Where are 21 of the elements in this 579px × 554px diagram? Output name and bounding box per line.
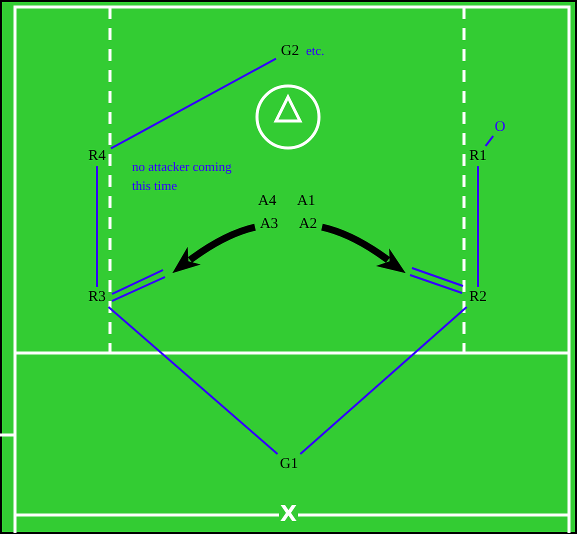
- note-text: no attacker coming this time: [132, 158, 233, 195]
- connector-line: [96, 166, 98, 287]
- player-label: G1: [280, 456, 298, 472]
- note-text: etc.: [306, 44, 324, 57]
- connector-line: [110, 58, 276, 150]
- player-label: R3: [88, 290, 106, 304]
- connector-line: [108, 306, 278, 455]
- connector-line: [477, 166, 479, 287]
- player-label: G2: [280, 44, 300, 58]
- player-label: A4: [258, 192, 276, 211]
- arrow: [172, 224, 256, 273]
- player-label: R1: [469, 148, 487, 164]
- player-label: R2: [469, 290, 487, 304]
- arrow: [321, 224, 406, 273]
- player-label: A1: [297, 192, 316, 211]
- player-label: R4: [88, 148, 106, 164]
- player-label: O: [494, 120, 506, 134]
- connector-line: [484, 135, 494, 147]
- connector-line: [300, 306, 468, 455]
- player-label: A2: [298, 216, 318, 232]
- player-label: A3: [260, 216, 278, 232]
